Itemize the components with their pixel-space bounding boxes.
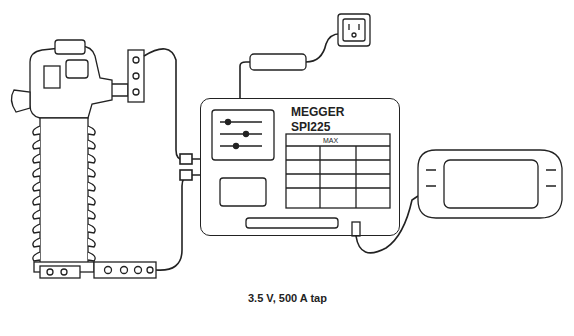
remote-display <box>356 150 562 253</box>
brand-model-text: MEGGER SPI225 <box>291 105 351 135</box>
caption: 3.5 V, 500 A tap <box>248 292 327 304</box>
instrument-box: MEGGER SPI225 <box>200 98 400 236</box>
test-leads <box>144 49 200 270</box>
table-header: MAX <box>323 137 338 145</box>
power-supply <box>240 14 370 98</box>
bushing <box>11 40 156 278</box>
